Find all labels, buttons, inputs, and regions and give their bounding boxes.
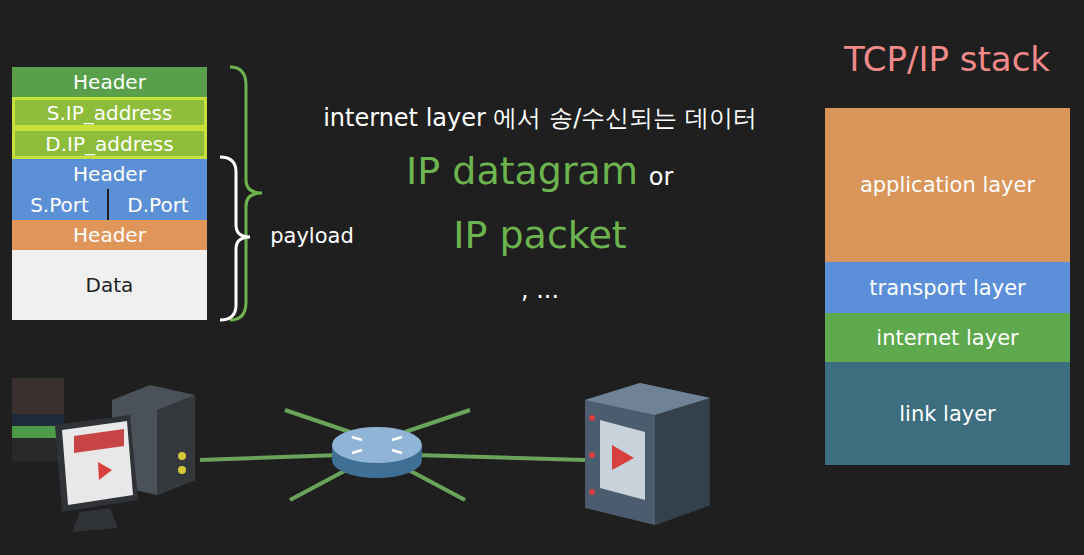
stack-title: TCP/IP stack bbox=[844, 41, 1050, 78]
field-label: internet layer bbox=[876, 326, 1018, 350]
field-label: application layer bbox=[860, 173, 1035, 197]
color-bar bbox=[12, 438, 64, 462]
field-label: Data bbox=[86, 273, 134, 297]
field-label: link layer bbox=[899, 402, 996, 426]
field-label: S.Port bbox=[30, 193, 89, 217]
field-label: Header bbox=[73, 223, 146, 247]
connector-word: or bbox=[649, 164, 674, 190]
color-bar bbox=[12, 414, 64, 426]
header-field: Header bbox=[12, 67, 207, 97]
router-icon bbox=[332, 427, 422, 478]
ellipsis-text: , ... bbox=[521, 277, 559, 303]
field-label: Header bbox=[73, 162, 146, 186]
network-wire bbox=[200, 410, 585, 500]
layer-box: application layer bbox=[825, 108, 1070, 262]
layer-box: transport layer bbox=[825, 262, 1070, 313]
term-text: IP packet bbox=[453, 215, 626, 257]
port-field: D.Port bbox=[109, 189, 207, 220]
layer-box: link layer bbox=[825, 362, 1070, 465]
term-text: IP datagram bbox=[406, 151, 638, 193]
field-label: transport layer bbox=[869, 276, 1025, 300]
computer-icon bbox=[55, 385, 195, 532]
field-label: D.IP_address bbox=[45, 132, 173, 156]
dest-ip-field: D.IP_address bbox=[12, 128, 207, 159]
field-label: Header bbox=[73, 70, 146, 94]
header-field: Header bbox=[12, 159, 207, 189]
description-text: internet layer 에서 송/수신되는 데이터 bbox=[323, 105, 757, 131]
brace bbox=[220, 157, 250, 320]
server-icon bbox=[585, 383, 710, 525]
header-field: Header bbox=[12, 220, 207, 250]
data-field: Data bbox=[12, 250, 207, 320]
source-ip-field: S.IP_address bbox=[12, 97, 207, 128]
port-field: S.Port bbox=[12, 189, 109, 220]
color-bar bbox=[12, 378, 64, 414]
layer-box: internet layer bbox=[825, 313, 1070, 362]
field-label: D.Port bbox=[127, 193, 188, 217]
field-label: S.IP_address bbox=[47, 101, 173, 125]
payload-label: payload bbox=[270, 225, 354, 248]
